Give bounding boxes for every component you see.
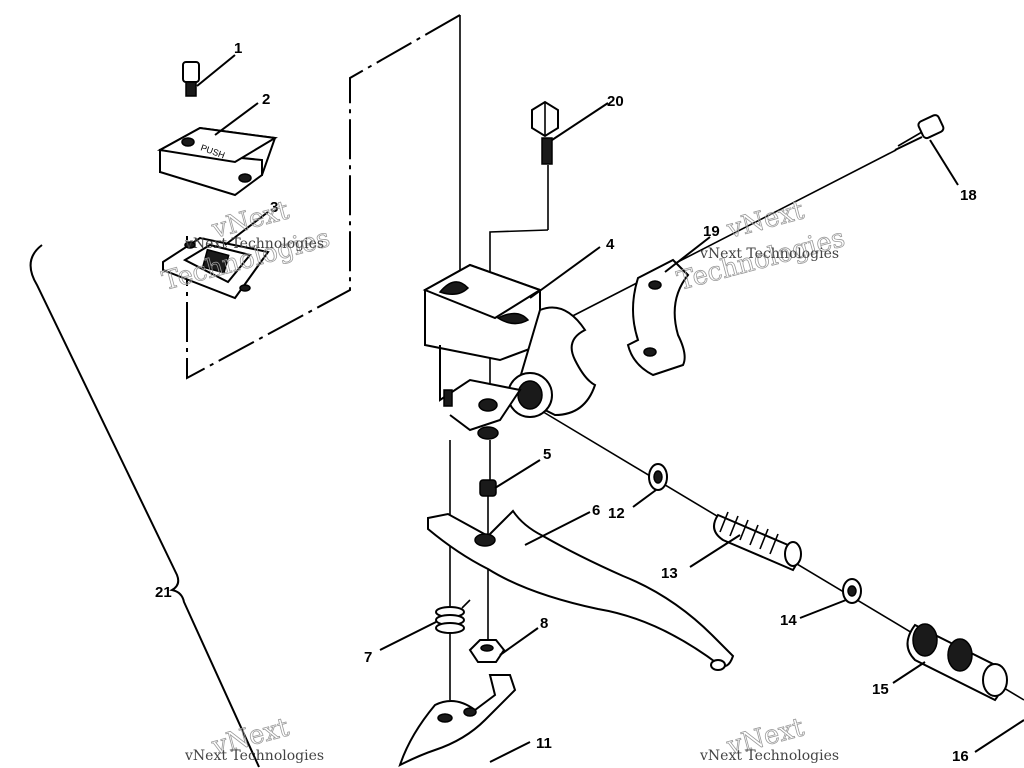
callout-13: 13: [661, 565, 678, 582]
part-bracket-11: [398, 674, 517, 767]
callout-3: 3: [270, 199, 278, 216]
callout-1: 1: [234, 40, 242, 57]
callout-8: 8: [540, 615, 548, 632]
part-screw-1: [182, 61, 200, 97]
callout-12: 12: [608, 505, 625, 522]
callout-2: 2: [262, 91, 270, 108]
callout-5: 5: [543, 446, 551, 463]
callout-6: 6: [592, 502, 600, 519]
callout-11: 11: [536, 735, 552, 752]
part-piston-15: [906, 623, 1008, 702]
part-bushing-5: [479, 479, 497, 497]
watermark-text-4: vNext Technologies: [699, 748, 839, 764]
callout-4: 4: [606, 236, 615, 253]
part-spring-13: [713, 511, 802, 572]
watermark-text-2: vNext Technologies: [699, 246, 839, 262]
callout-18: 18: [960, 187, 977, 204]
part-washer-14: [842, 578, 862, 604]
watermark-text-3: vNext Technologies: [184, 748, 324, 764]
part-bolt-20: [531, 100, 559, 165]
callout-20: 20: [607, 93, 624, 110]
part-screw-18: [894, 114, 945, 151]
callout-leaders: [196, 54, 1024, 763]
part-spring-7: [435, 599, 471, 634]
callout-15: 15: [872, 681, 889, 698]
watermark-bottom-left: vNext vNext Technologies: [184, 712, 324, 764]
watermark-text: vNext Technologies: [184, 236, 324, 252]
part-clamp-19: [626, 258, 690, 377]
callout-21: 21: [155, 584, 172, 601]
callout-19: 19: [703, 223, 720, 240]
watermark-bottom-right: vNext vNext Technologies: [699, 712, 839, 764]
part-assembly-brace-21: [29, 244, 260, 768]
part-cover-2: PUSH: [156, 126, 278, 197]
callout-14: 14: [780, 612, 797, 629]
part-washer-12: [648, 463, 668, 491]
part-master-cylinder-4: [422, 263, 597, 440]
callout-7: 7: [364, 649, 372, 666]
callout-labels: 1 2 3 4 5 6 7 8 11 12 13 14 15 16 18 19 …: [155, 40, 977, 765]
callout-16: 16: [952, 748, 969, 765]
part-diaphragm-3: [162, 236, 270, 300]
watermark-top-right: vNext Technologies vNext Technologies: [674, 195, 849, 297]
part-nut-8: [468, 639, 506, 663]
